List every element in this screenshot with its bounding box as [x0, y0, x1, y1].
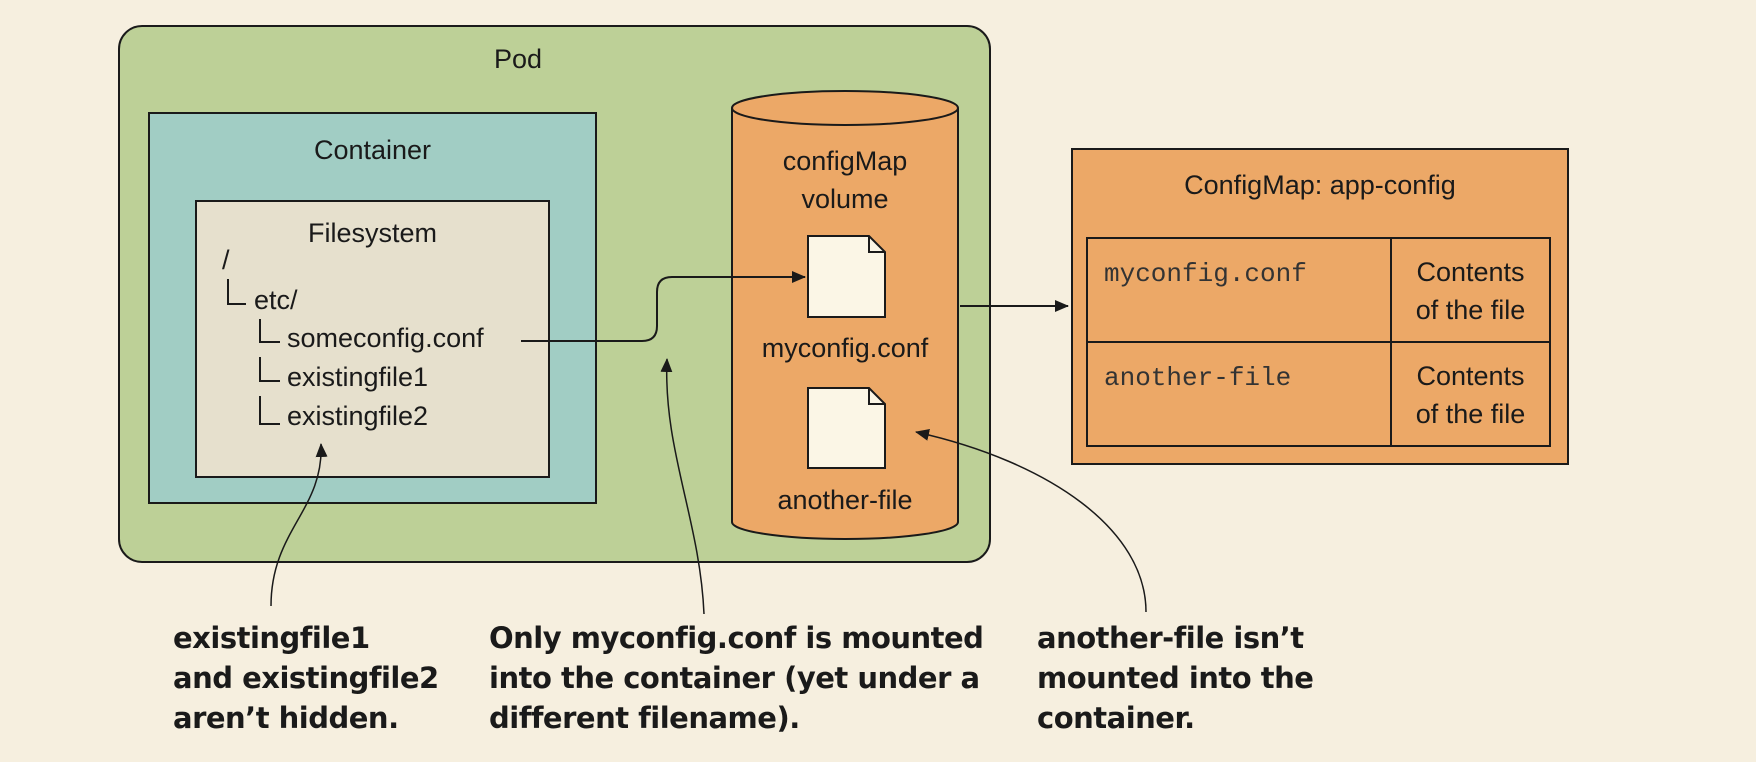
volume-title-line1: configMap	[782, 146, 908, 176]
configmap-row: another-file Contents of the file	[1086, 341, 1551, 447]
configmap-value-line2: of the file	[1415, 295, 1526, 325]
volume-title: configMap volume	[730, 142, 960, 218]
configmap-value: Contents of the file	[1390, 237, 1551, 343]
fs-someconfig: someconfig.conf	[287, 323, 484, 353]
callout-existingfiles: existingfile1 and existingfile2 aren’t h…	[173, 621, 439, 735]
configmap-key: another-file	[1086, 341, 1392, 447]
callout-myconfig: Only myconfig.conf is mounted into the c…	[489, 621, 984, 735]
volume-file-another-file: another-file	[777, 485, 913, 515]
fs-root: /	[222, 245, 230, 275]
fs-etc: etc/	[254, 285, 298, 315]
callout-another-file: another-file isn’t mounted into the cont…	[1037, 621, 1314, 735]
configmap-title: ConfigMap: app-config	[1184, 170, 1456, 200]
configmap-value-line1: Contents	[1416, 361, 1525, 391]
configmap-value-line2: of the file	[1415, 399, 1526, 429]
filesystem-box	[195, 200, 550, 478]
volume-title-line2: volume	[801, 184, 889, 214]
pod-title: Pod	[493, 44, 543, 74]
configmap-row: myconfig.conf Contents of the file	[1086, 237, 1551, 343]
filesystem-title: Filesystem	[307, 218, 437, 248]
fs-existingfile2: existingfile2	[287, 401, 429, 431]
volume-file-myconfig: myconfig.conf	[761, 333, 929, 363]
configmap-value: Contents of the file	[1390, 341, 1551, 447]
configmap-key: myconfig.conf	[1086, 237, 1392, 343]
fs-existingfile1: existingfile1	[287, 362, 429, 392]
configmap-value-line1: Contents	[1416, 257, 1525, 287]
configmap-table: myconfig.conf Contents of the file anoth…	[1086, 237, 1551, 447]
container-title: Container	[313, 135, 432, 165]
